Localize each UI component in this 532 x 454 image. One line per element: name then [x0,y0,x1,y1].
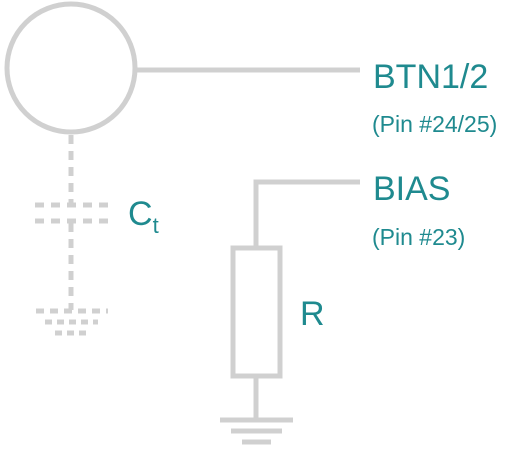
parasitic-capacitor [35,135,110,310]
bias-wire [253,179,360,248]
bias-label: BIAS [373,170,450,208]
parasitic-ground-symbol [36,308,108,336]
btn-label: BTN1/2 [373,58,488,96]
sensor-pad-circle [4,1,138,135]
capacitance-label-main: C [128,195,153,233]
ground-symbol [220,417,293,445]
capacitance-label: Ct [128,195,159,238]
btn-pin-label: (Pin #24/25) [372,111,497,137]
bias-pin-label: (Pin #23) [372,224,465,250]
resistor-label: R [300,295,325,333]
capacitance-label-subscript: t [153,213,159,238]
resistor-body [230,245,283,379]
